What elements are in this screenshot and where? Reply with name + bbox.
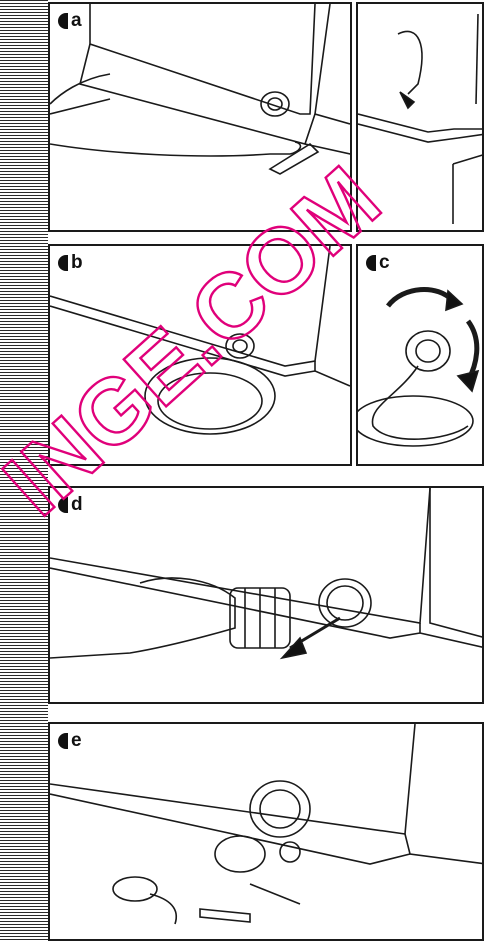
section-marker-icon xyxy=(58,255,68,271)
rotate-arrow-icon xyxy=(388,290,453,306)
hair-clip-icon xyxy=(150,894,176,924)
panel-e-label: e xyxy=(58,730,82,752)
coin-icon xyxy=(113,877,157,901)
section-marker-icon xyxy=(58,13,68,29)
key-icon xyxy=(250,884,300,904)
panel-c-illustration xyxy=(358,246,484,466)
panel-d: d xyxy=(48,486,484,704)
small-button-icon xyxy=(280,842,300,862)
section-marker-icon xyxy=(58,497,68,513)
panel-d-label: d xyxy=(58,494,83,516)
bowl-icon xyxy=(145,358,275,434)
section-marker-icon xyxy=(366,255,376,271)
drain-cap-icon xyxy=(226,334,254,358)
panel-a-detail-illustration xyxy=(358,4,484,232)
panel-e: e xyxy=(48,722,484,941)
panel-a-label: a xyxy=(58,10,82,32)
panel-b-label: b xyxy=(58,252,83,274)
panel-a-detail xyxy=(356,2,484,232)
paper-clip-icon xyxy=(200,909,250,922)
panel-d-illustration xyxy=(50,488,484,704)
binding-stripes xyxy=(0,0,48,941)
panel-a-illustration xyxy=(50,4,352,232)
panel-c: c xyxy=(356,244,484,466)
panel-e-illustration xyxy=(50,724,484,941)
panel-a: a xyxy=(48,2,352,232)
panel-c-label: c xyxy=(366,252,390,274)
button-icon xyxy=(215,836,265,872)
panel-b: b xyxy=(48,244,352,466)
panel-b-illustration xyxy=(50,246,352,466)
drain-cap-icon xyxy=(261,92,289,116)
section-marker-icon xyxy=(58,733,68,749)
